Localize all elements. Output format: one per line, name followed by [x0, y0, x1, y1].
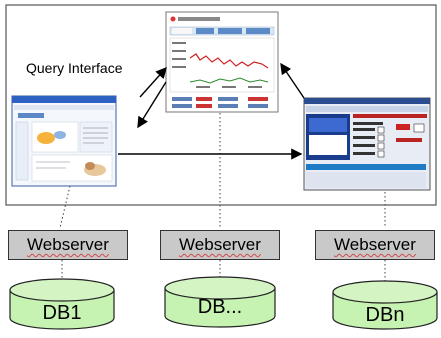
arrow-data-page-to-chart: [280, 62, 305, 99]
db-label-2: DB...: [197, 296, 243, 318]
right-data-page-screenshot: [303, 97, 431, 191]
webserver-box-1: Webserver: [8, 230, 128, 260]
webserver-label: Webserver: [179, 235, 261, 254]
webserver-box-2: Webserver: [160, 230, 280, 260]
db-label-3: DBn: [365, 304, 405, 326]
db-cylinder-1: [9, 278, 115, 330]
webserver-box-3: Webserver: [315, 230, 435, 260]
webserver-label: Webserver: [27, 235, 109, 254]
db-cylinder-3: [332, 280, 438, 330]
arrow-query-to-chart: [139, 66, 167, 98]
left-web-portal-screenshot: [11, 95, 117, 187]
db-label-1: DB1: [42, 302, 82, 324]
query-interface-label: Query Interface: [26, 60, 123, 76]
arrow-chart-to-query: [137, 81, 167, 129]
webserver-label: Webserver: [334, 235, 416, 254]
db-cylinder-2: [164, 276, 276, 328]
center-chart-page-screenshot: [165, 11, 279, 113]
